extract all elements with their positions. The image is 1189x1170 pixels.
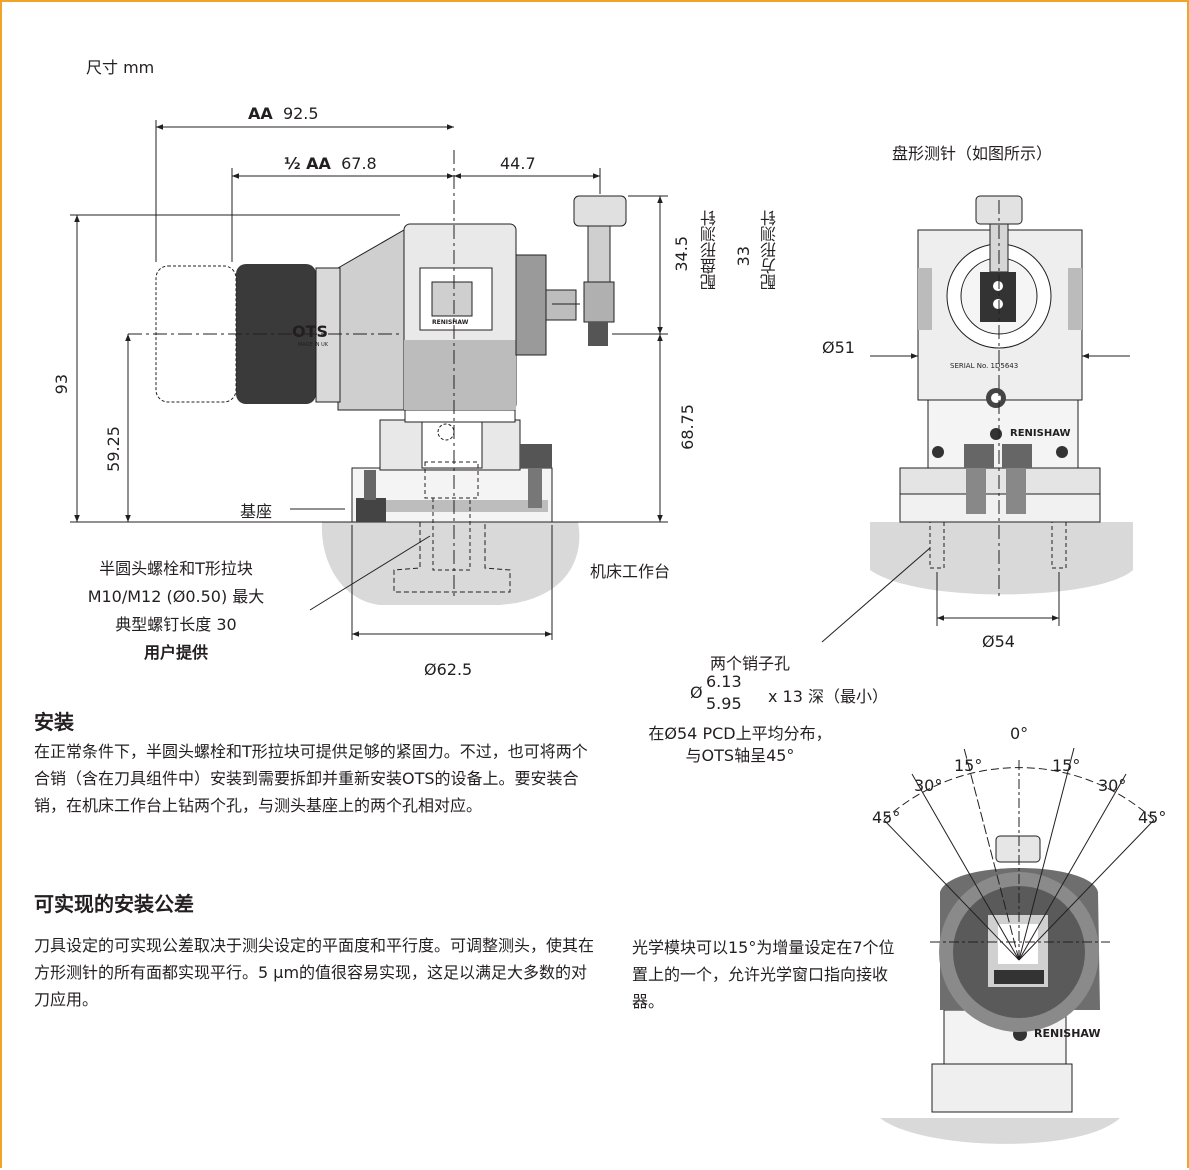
angle-description: 光学模块可以15°为增量设定在7个位置上的一个，允许光学窗口指向接收器。	[632, 938, 895, 1011]
serial-label: SERIAL No. 1D5643	[950, 362, 1019, 370]
front-view-title: 盘形测针（如图所示）	[892, 144, 1053, 163]
angle-45-right: 45°	[1138, 808, 1167, 827]
dim-aa-value: 92.5	[282, 104, 319, 123]
bolt-note-line2: M10/M12 (Ø0.50) 最大	[87, 587, 265, 606]
holes-line3: 在Ø54 PCD上平均分布，	[648, 724, 832, 743]
angle-15-left: 15°	[954, 756, 983, 775]
tolerance-heading: 可实现的安装公差	[34, 892, 194, 916]
dim-stylus-offset: 44.7	[500, 154, 536, 173]
installation-heading: 安装	[34, 710, 74, 734]
base-diameter: Ø62.5	[424, 660, 473, 679]
units-label: 尺寸 mm	[86, 58, 155, 77]
made-in-label: MADE IN UK	[298, 342, 329, 348]
dim-total-height: 93	[52, 374, 71, 395]
dim-half-aa-label: ½ AA	[284, 154, 331, 173]
dim-disc-label: 配盘形测针	[700, 210, 719, 290]
ots-label: OTS	[292, 322, 329, 341]
bolt-note-line4: 用户提供	[143, 643, 208, 662]
tolerance-body: 刀具设定的可实现公差取决于测尖设定的平面度和平行度。可调整测头，使其在方形测针的…	[34, 936, 595, 1009]
renishaw-front-logo: RENISHAW	[1010, 428, 1071, 439]
dim-width: Ø51	[822, 338, 855, 357]
renishaw-side-logo: RENISHAW	[432, 319, 469, 326]
angle-0: 0°	[1010, 724, 1029, 743]
dim-half-aa-value: 67.8	[341, 154, 377, 173]
dim-disc-value: 34.5	[672, 236, 691, 272]
holes-lower: 5.95	[706, 694, 742, 713]
table-label: 机床工作台	[590, 562, 671, 581]
installation-body: 在正常条件下，半圆头螺栓和T形拉块可提供足够的紧固力。不过，也可将两个合销（含在…	[34, 742, 588, 815]
dim-half-aa: ½ AA 67.8	[284, 154, 377, 173]
base-label: 基座	[240, 502, 273, 521]
holes-depth: x 13 深（最小）	[768, 687, 889, 706]
renishaw-angle-logo: RENISHAW	[1034, 1027, 1101, 1040]
bolt-note: 半圆头螺栓和T形拉块 M10/M12 (Ø0.50) 最大 典型螺钉长度 30 …	[76, 555, 276, 667]
angle-15-right: 15°	[1052, 756, 1081, 775]
angle-45-left: 45°	[872, 808, 901, 827]
dim-aa-label: AA	[248, 104, 273, 123]
bolt-note-line1: 半圆头螺栓和T形拉块	[99, 559, 253, 578]
dim-square-value: 33	[734, 246, 753, 267]
holes-line4: 与OTS轴呈45°	[685, 746, 795, 765]
holes-symbol: Ø	[690, 683, 703, 702]
holes-tolerance: Ø 6.13 5.95 x 13 深（最小）	[690, 672, 930, 716]
angle-30-left: 30°	[914, 776, 943, 795]
holes-upper: 6.13	[706, 672, 742, 691]
holes-line1: 两个销子孔	[709, 654, 790, 673]
pcd-diameter: Ø54	[982, 632, 1015, 651]
dim-aa: AA 92.5	[248, 104, 319, 123]
side-table-shape	[321, 522, 580, 605]
dim-square-label: 配方形测针	[760, 210, 779, 290]
dim-axis-height: 59.25	[104, 426, 123, 472]
dim-stylus-height: 68.75	[678, 404, 697, 450]
bolt-note-line3: 典型螺钉长度 30	[115, 615, 237, 634]
angle-30-right: 30°	[1098, 776, 1127, 795]
